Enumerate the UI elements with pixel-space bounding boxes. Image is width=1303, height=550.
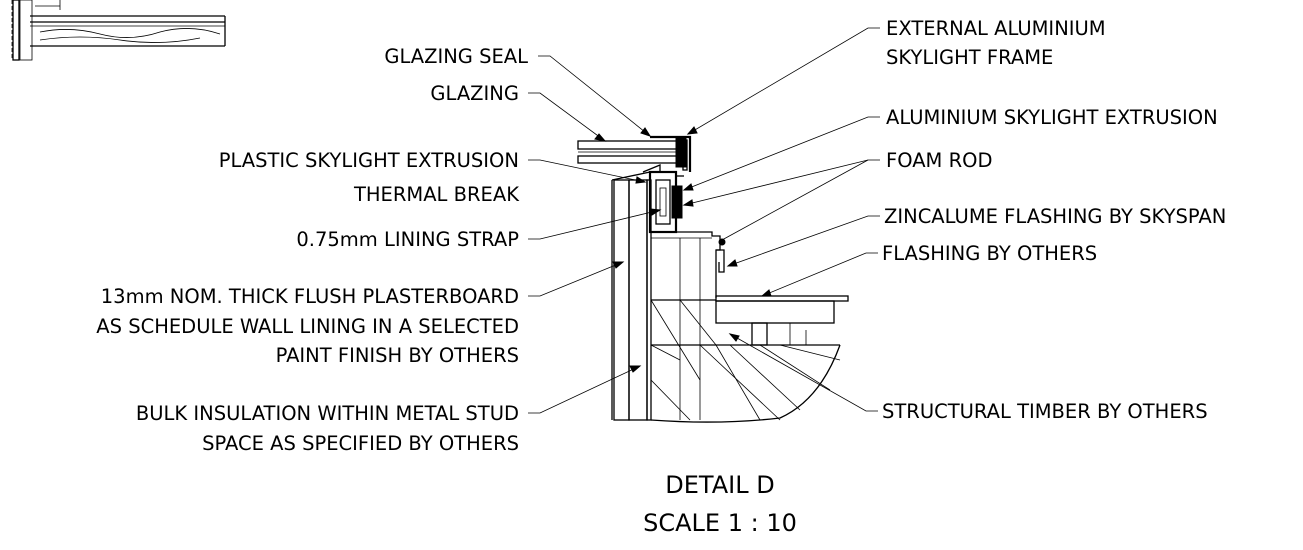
- external-frame: [650, 135, 692, 172]
- structural-timber: [650, 231, 841, 423]
- label-structural-timber: STRUCTURAL TIMBER BY OTHERS: [882, 400, 1208, 423]
- label-external-frame-2: SKYLIGHT FRAME: [886, 46, 1053, 69]
- label-glazing: GLAZING: [430, 82, 519, 105]
- label-aluminium-extrusion: ALUMINIUM SKYLIGHT EXTRUSION: [886, 106, 1218, 129]
- label-plasterboard-2: AS SCHEDULE WALL LINING IN A SELECTED: [96, 315, 519, 338]
- wall-lining: [611, 171, 652, 421]
- label-insulation-1: BULK INSULATION WITHIN METAL STUD: [136, 402, 519, 425]
- label-plastic-extrusion-1: PLASTIC SKYLIGHT EXTRUSION: [219, 149, 519, 172]
- label-external-frame-1: EXTERNAL ALUMINIUM: [886, 17, 1106, 40]
- right-labels: EXTERNAL ALUMINIUM SKYLIGHT FRAME ALUMIN…: [882, 17, 1226, 423]
- skylight-extrusion: [642, 164, 684, 234]
- label-insulation-2: SPACE AS SPECIFIED BY OTHERS: [202, 432, 519, 455]
- label-foam-rod: FOAM ROD: [886, 149, 993, 172]
- detail-scale-text: SCALE 1 : 10: [643, 509, 797, 537]
- glazing: [577, 140, 679, 164]
- label-zincalume-flashing: ZINCALUME FLASHING BY SKYSPAN: [884, 205, 1226, 228]
- detail-title-text: DETAIL D: [665, 471, 774, 499]
- partial-detail-top-left: [11, 0, 226, 61]
- detail-title: DETAIL D SCALE 1 : 10: [643, 471, 797, 537]
- left-labels: GLAZING SEAL GLAZING PLASTIC SKYLIGHT EX…: [96, 45, 528, 455]
- label-plasterboard-1: 13mm NOM. THICK FLUSH PLASTERBOARD: [101, 285, 519, 308]
- leader-lines: [528, 27, 880, 414]
- label-plasterboard-3: PAINT FINISH BY OTHERS: [276, 344, 519, 367]
- label-flashing-others: FLASHING BY OTHERS: [882, 242, 1097, 265]
- flashing: [715, 238, 849, 346]
- label-lining-strap: 0.75mm LINING STRAP: [296, 228, 519, 251]
- label-plastic-extrusion-2: THERMAL BREAK: [353, 183, 520, 206]
- label-glazing-seal: GLAZING SEAL: [384, 45, 528, 68]
